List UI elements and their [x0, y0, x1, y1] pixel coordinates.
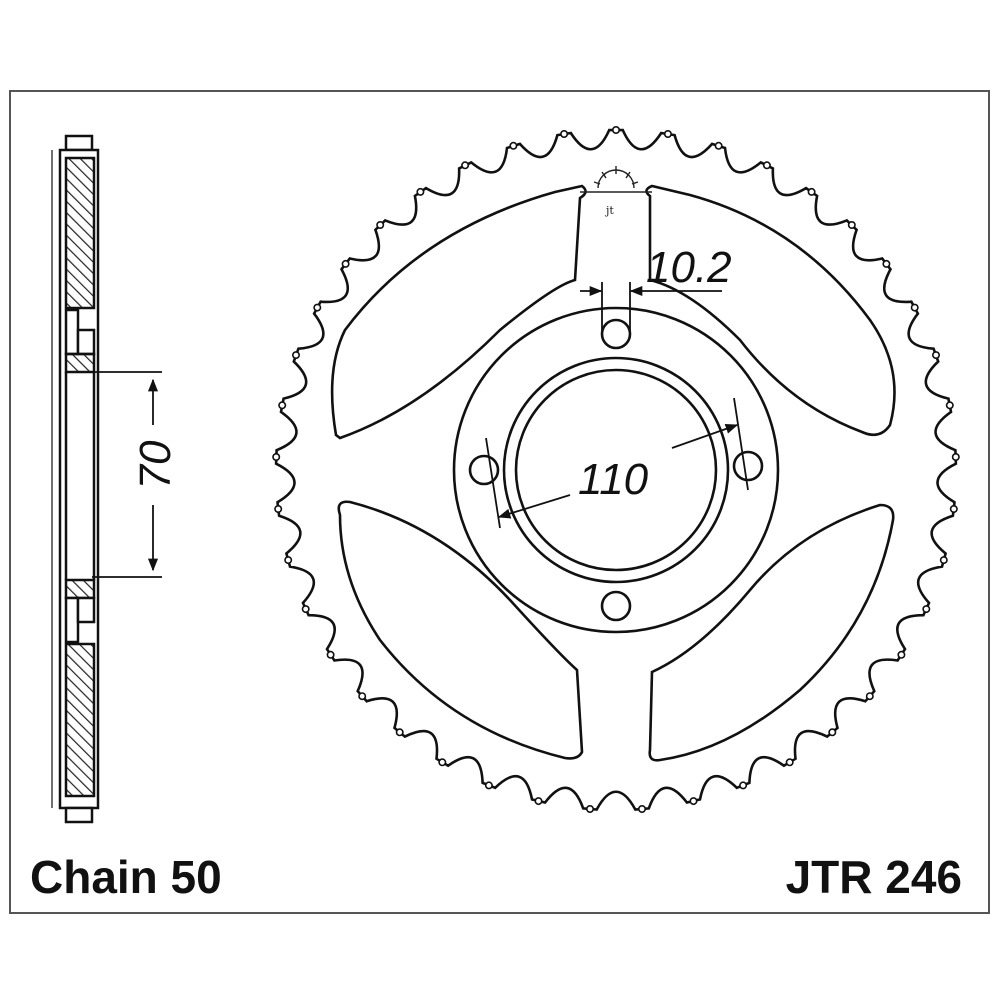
tooth-tip-10	[951, 452, 960, 461]
tooth-tip-6	[882, 259, 891, 268]
tooth-tip-18	[739, 781, 748, 790]
sprocket-front-view: jt 10.2 110	[272, 126, 960, 813]
window-top-left	[330, 184, 587, 440]
upper-hatched-section	[64, 156, 96, 310]
pitch-circle-dimension	[485, 397, 749, 529]
hole-width-label: 10.2	[646, 243, 732, 292]
tooth-tip-9	[945, 401, 954, 410]
tooth-tip-23	[484, 781, 493, 790]
jt-logo	[580, 166, 652, 193]
bore-dimension-label: 70	[131, 440, 180, 489]
tooth-tip-12	[939, 556, 948, 565]
bolt-hole-left	[468, 454, 500, 486]
tooth-tip-14	[897, 650, 906, 659]
tooth-tip-20	[637, 804, 646, 813]
tooth-tip-21	[585, 804, 594, 813]
drawing-frame	[9, 90, 990, 914]
bolt-hole-right	[732, 450, 764, 482]
lower-hatched-section	[64, 642, 96, 798]
tooth-tip-31	[272, 452, 281, 461]
hub-outer-circle	[452, 306, 780, 634]
tooth-tip-39	[509, 141, 518, 150]
sprocket-windows	[330, 184, 896, 762]
tooth-tip-35	[341, 259, 350, 268]
window-top-right	[645, 184, 896, 437]
hole-width-dimension	[580, 282, 722, 334]
part-number-label: JTR 246	[786, 851, 962, 903]
tooth-tip-2	[714, 141, 723, 150]
tooth-tip-27	[326, 650, 335, 659]
tooth-tip-16	[828, 728, 837, 737]
tooth-tip-11	[949, 504, 958, 513]
side-section-view	[51, 134, 100, 824]
hub-bore-outer	[502, 356, 730, 584]
hub	[452, 306, 780, 634]
tooth-tip-22	[534, 797, 543, 806]
tooth-tip-26	[358, 692, 367, 701]
tooth-tip-24	[438, 758, 447, 767]
bolt-hole-bottom	[600, 590, 632, 622]
tooth-tip-3	[762, 161, 771, 170]
tooth-tip-4	[807, 187, 816, 196]
pitch-circle-label: 110	[578, 455, 649, 504]
tooth-tip-15	[865, 692, 874, 701]
tooth-tip-17	[785, 758, 794, 767]
tooth-tip-0	[611, 126, 620, 135]
hub-bore-inner	[514, 368, 718, 572]
bolt-hole-top	[600, 318, 632, 350]
tooth-tip-37	[416, 187, 425, 196]
tooth-tip-19	[689, 797, 698, 806]
bolt-holes	[468, 318, 764, 622]
tooth-tip-5	[847, 221, 856, 230]
tooth-tip-13	[922, 605, 931, 614]
sprocket-teeth-outline	[274, 128, 958, 811]
tooth-tip-7	[910, 303, 919, 312]
tooth-tip-30	[274, 504, 283, 513]
tooth-tip-marks	[272, 126, 960, 813]
tooth-tip-32	[278, 401, 287, 410]
tooth-tip-29	[284, 556, 293, 565]
bore-dimension	[92, 371, 162, 578]
tooth-tip-25	[395, 728, 404, 737]
tooth-tip-1	[663, 130, 672, 139]
tooth-tip-36	[376, 221, 385, 230]
logo-text: jt	[604, 204, 614, 217]
tooth-tip-40	[560, 130, 569, 139]
window-bottom-right	[648, 503, 895, 762]
tooth-tip-33	[291, 351, 300, 360]
tooth-tip-8	[931, 351, 940, 360]
tooth-tip-38	[461, 161, 470, 170]
tooth-tip-34	[313, 303, 322, 312]
chain-label: Chain 50	[30, 851, 222, 903]
tooth-tip-28	[301, 605, 310, 614]
window-bottom-left	[337, 500, 584, 760]
